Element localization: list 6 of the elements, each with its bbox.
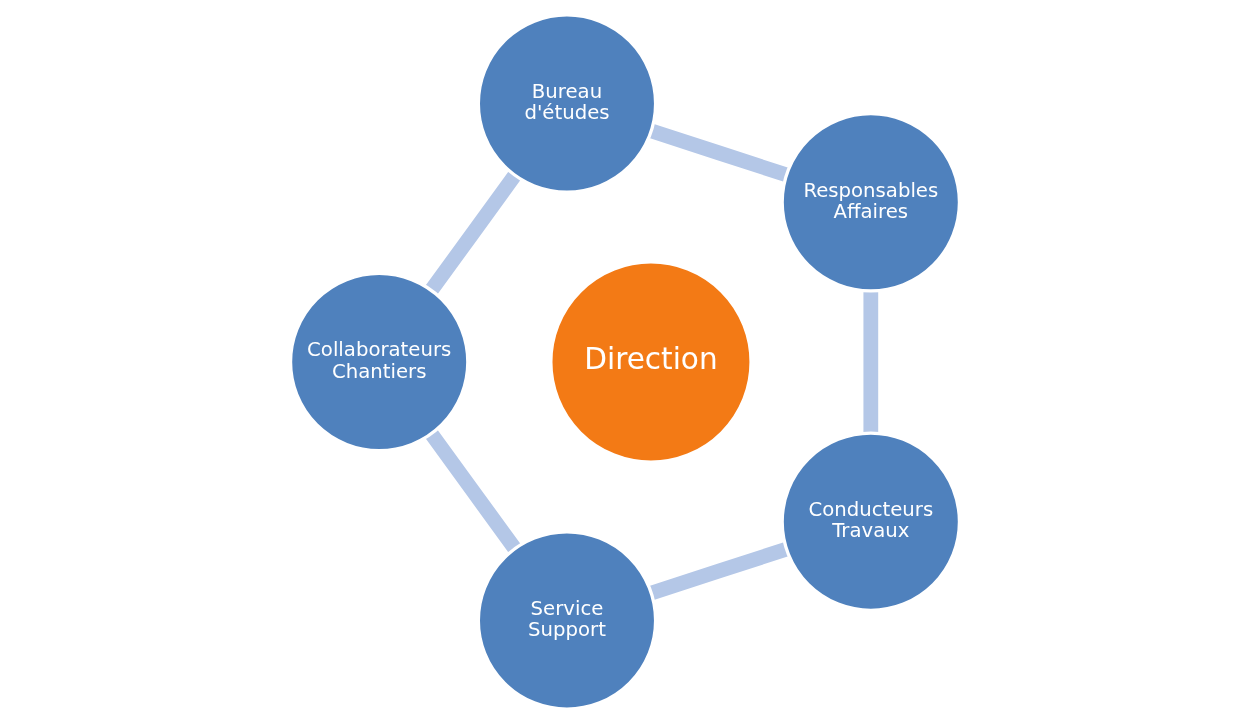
node-circle: Direction (549, 260, 753, 464)
connector (649, 124, 789, 182)
connector (425, 171, 521, 295)
connector (425, 429, 521, 553)
connector (649, 542, 789, 600)
connector (863, 291, 879, 433)
